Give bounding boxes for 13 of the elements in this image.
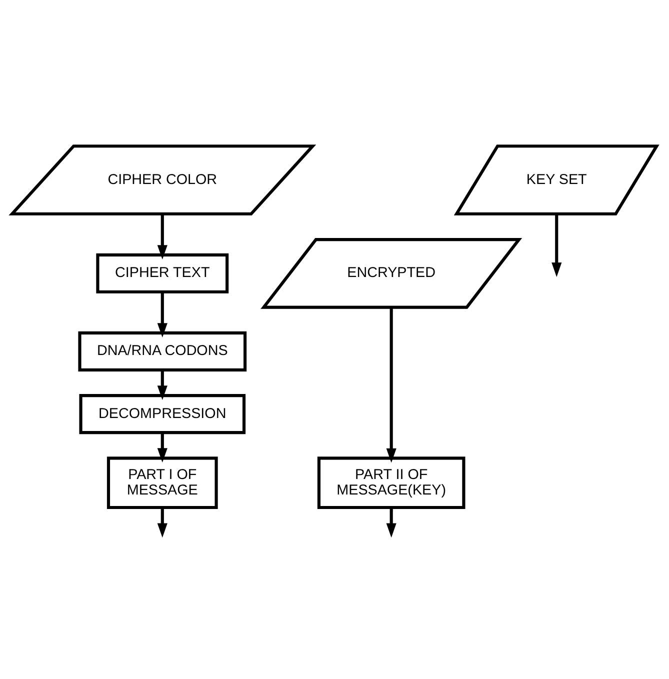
arrow (552, 214, 562, 276)
arrow (157, 214, 168, 259)
node-box: PART I OF MESSAGE (106, 456, 218, 509)
arrow (157, 370, 168, 400)
node-box: CIPHER TEXT (96, 252, 229, 293)
arrow (157, 507, 168, 538)
arrow (386, 306, 396, 462)
node-box: DNA/RNA CODONS (78, 330, 247, 371)
node-box: PART II OF MESSAGE(KEY) (317, 456, 466, 509)
arrow (386, 507, 396, 538)
node-box: DECOMPRESSION (79, 394, 246, 434)
arrow (157, 432, 168, 462)
arrow (157, 292, 168, 338)
